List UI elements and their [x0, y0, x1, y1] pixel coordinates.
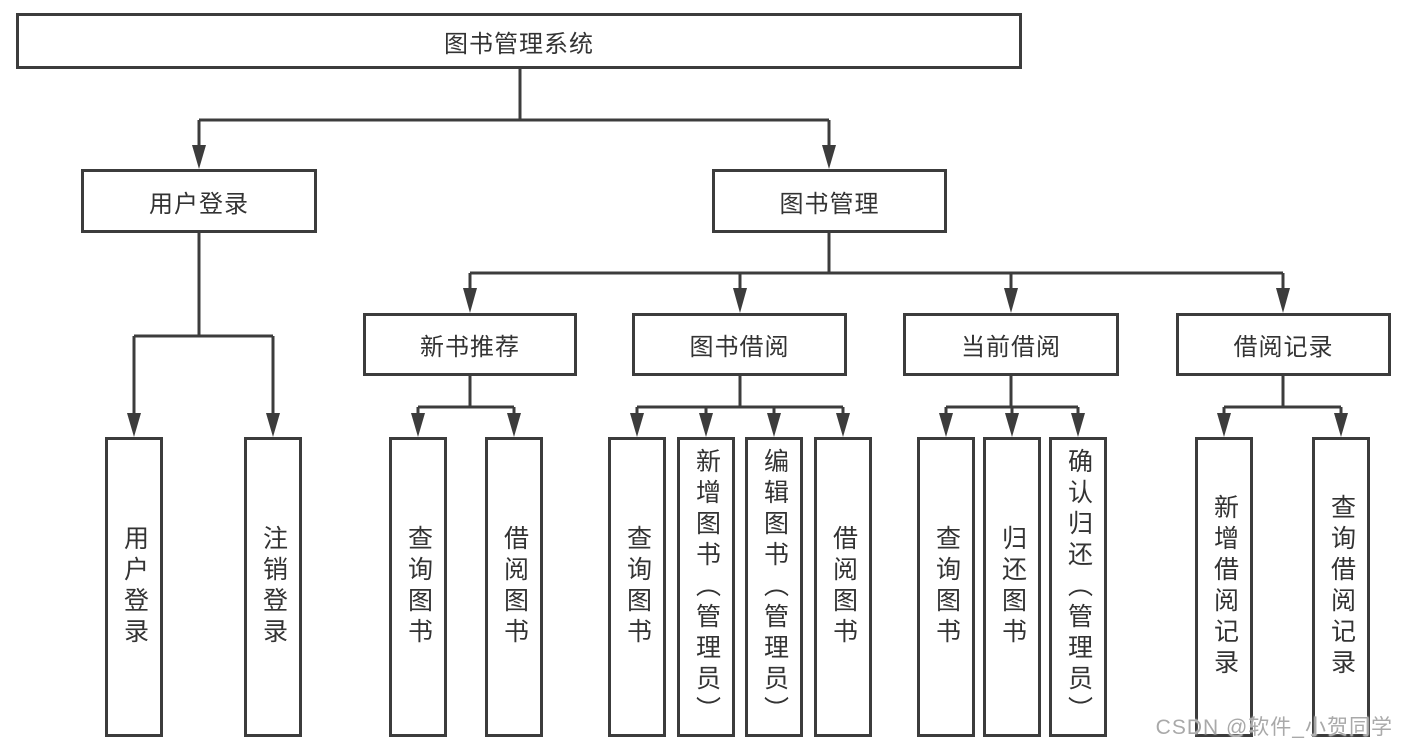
node-leaf-query-book-1-label: 查询图书	[404, 525, 433, 649]
node-leaf-borrow-book-1-label: 借阅图书	[500, 525, 529, 649]
node-leaf-query-book-3: 查询图书	[917, 437, 975, 737]
node-user-login: 用户登录	[81, 169, 317, 233]
node-borrow-record-label: 借阅记录	[1233, 334, 1334, 361]
node-leaf-add-book-label: 新增图书（管理员）	[692, 447, 721, 727]
node-leaf-logout: 注销登录	[244, 437, 302, 737]
node-leaf-query-book-2: 查询图书	[608, 437, 666, 737]
node-leaf-edit-book: 编辑图书（管理员）	[745, 437, 803, 737]
node-root: 图书管理系统	[16, 13, 1022, 69]
node-leaf-edit-book-label: 编辑图书（管理员）	[760, 447, 789, 727]
node-leaf-borrow-book-2: 借阅图书	[814, 437, 872, 737]
connector-current-borrow-to-leaves	[939, 376, 1085, 437]
node-new-book-rec: 新书推荐	[363, 313, 577, 376]
node-book-borrow-label: 图书借阅	[689, 334, 790, 361]
connector-borrow-record-to-leaves	[1217, 376, 1348, 437]
node-new-book-rec-label: 新书推荐	[420, 334, 520, 361]
node-leaf-borrow-book-2-label: 借阅图书	[829, 525, 858, 649]
node-leaf-add-borrow-record: 新增借阅记录	[1195, 437, 1253, 737]
node-book-mgmt-label: 图书管理	[779, 190, 880, 218]
connector-root-to-level1	[192, 69, 836, 169]
node-leaf-add-borrow-record-label: 新增借阅记录	[1210, 494, 1239, 680]
node-book-borrow: 图书借阅	[632, 313, 847, 376]
node-root-label: 图书管理系统	[444, 30, 594, 58]
node-leaf-confirm-return: 确认归还（管理员）	[1049, 437, 1107, 737]
node-leaf-borrow-book-1: 借阅图书	[485, 437, 543, 737]
node-leaf-query-book-1: 查询图书	[389, 437, 447, 737]
node-borrow-record: 借阅记录	[1176, 313, 1391, 376]
node-leaf-return-book: 归还图书	[983, 437, 1041, 737]
node-leaf-user-login-label: 用户登录	[120, 525, 149, 649]
connector-book-mgmt-to-level2	[463, 233, 1290, 313]
node-leaf-confirm-return-label: 确认归还（管理员）	[1064, 447, 1093, 727]
node-leaf-query-book-3-label: 查询图书	[932, 525, 961, 649]
watermark: CSDN @软件_小贺同学	[1155, 716, 1393, 739]
node-book-mgmt: 图书管理	[712, 169, 947, 233]
node-current-borrow: 当前借阅	[903, 313, 1119, 376]
node-leaf-logout-label: 注销登录	[259, 525, 288, 649]
connector-new-book-to-leaves	[411, 376, 521, 437]
node-leaf-user-login: 用户登录	[105, 437, 163, 737]
node-leaf-add-book: 新增图书（管理员）	[677, 437, 735, 737]
connector-user-login-to-leaves	[127, 233, 280, 437]
node-leaf-query-book-2-label: 查询图书	[623, 525, 652, 649]
connector-book-borrow-to-leaves	[630, 376, 850, 437]
node-leaf-return-book-label: 归还图书	[998, 525, 1027, 649]
node-current-borrow-label: 当前借阅	[961, 334, 1061, 361]
node-leaf-query-borrow-record: 查询借阅记录	[1312, 437, 1370, 737]
node-user-login-label: 用户登录	[149, 190, 249, 218]
node-leaf-query-borrow-record-label: 查询借阅记录	[1327, 494, 1356, 680]
